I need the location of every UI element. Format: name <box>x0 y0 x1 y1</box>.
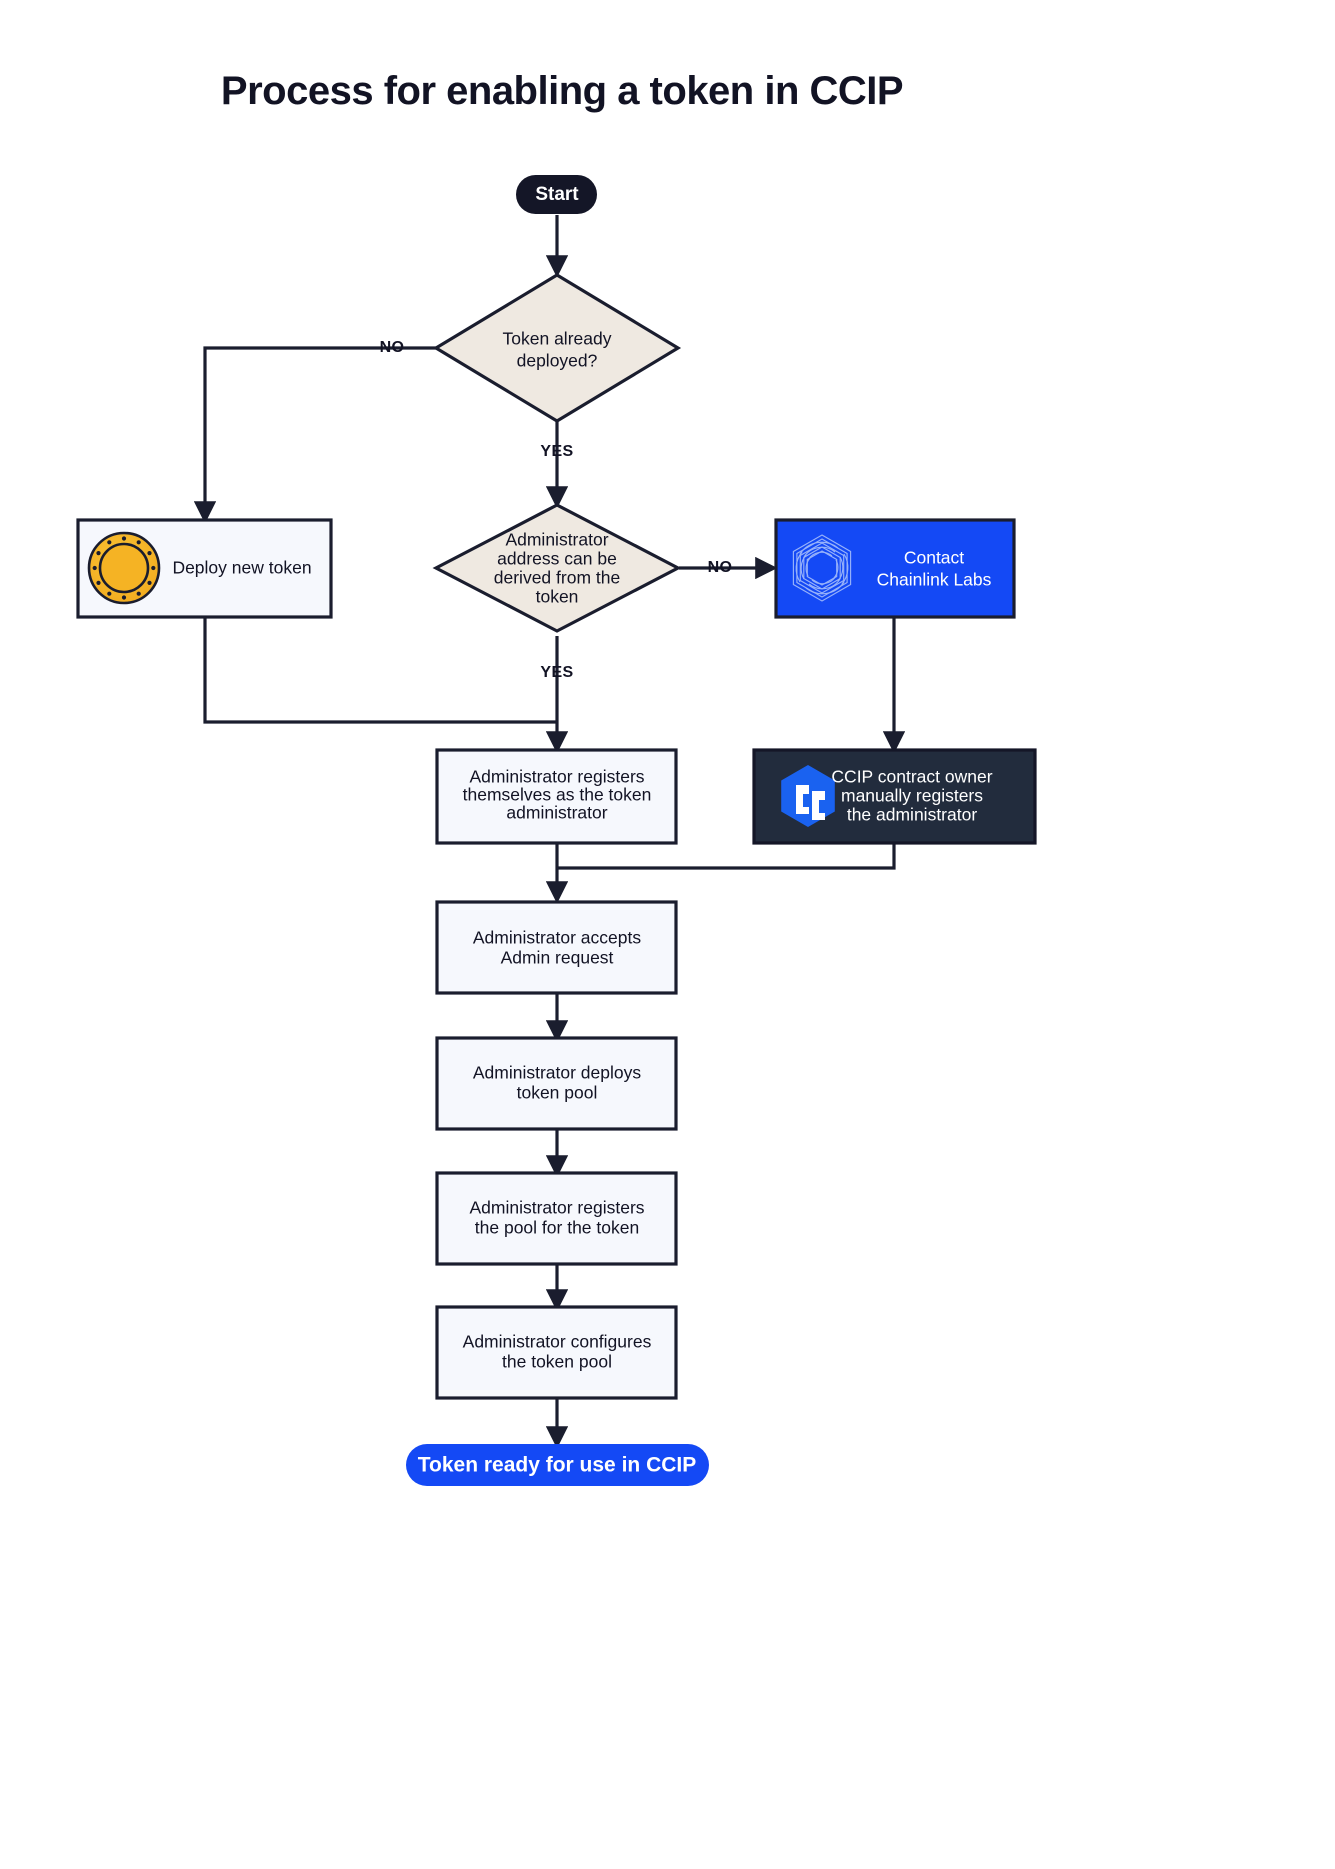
node-configure-pool[interactable]: Administrator configures the token pool <box>435 1305 678 1400</box>
ccip-logo-icon <box>781 765 835 827</box>
contact-chainlink-line1: Contact <box>904 548 964 568</box>
edge-deploy-to-main-column <box>203 618 557 724</box>
configure-pool-shape <box>435 1305 678 1400</box>
contact-chainlink-shape <box>774 518 1016 619</box>
end-label: Token ready for use in CCIP <box>418 1454 697 1477</box>
edge-label-yes-admin-derived: YES <box>540 664 573 681</box>
edge-label-no-admin-derived: NO <box>708 559 733 576</box>
contact-chainlink-line2: Chainlink Labs <box>877 570 992 590</box>
decision-admin-derived-line4: token <box>536 587 579 607</box>
register-self-line1: Administrator registers <box>469 767 644 787</box>
coin-icon <box>87 531 161 605</box>
accept-admin-line2: Admin request <box>501 948 614 968</box>
decision-admin-derived-shape <box>432 503 682 633</box>
register-pool-line1: Administrator registers <box>469 1198 644 1218</box>
owner-registers-line2: manually registers <box>841 786 983 806</box>
connector-layer <box>193 215 906 1449</box>
node-deploy-new-token[interactable]: Deploy new token <box>76 518 333 619</box>
chainlink-logo-icon <box>792 534 852 602</box>
register-self-shape <box>435 748 678 845</box>
decision-admin-derived-line1: Administrator <box>505 530 608 550</box>
end-pill-shape <box>406 1444 709 1486</box>
accept-admin-line1: Administrator accepts <box>473 928 642 948</box>
register-pool-line2: the pool for the token <box>475 1218 639 1238</box>
node-decision-admin-derived[interactable]: Administrator address can be derived fro… <box>432 503 682 633</box>
decision-token-deployed-line1: Token already <box>503 329 612 349</box>
decision-token-deployed-shape <box>432 273 682 423</box>
node-decision-token-deployed[interactable]: Token already deployed? <box>432 273 682 423</box>
decision-admin-derived-line3: derived from the <box>494 568 620 588</box>
deploy-pool-shape <box>435 1036 678 1131</box>
decision-token-deployed-line2: deployed? <box>517 351 598 371</box>
register-pool-shape <box>435 1171 678 1266</box>
deploy-pool-line2: token pool <box>517 1083 598 1103</box>
owner-registers-line1: CCIP contract owner <box>831 767 992 787</box>
start-pill-shape <box>516 175 597 214</box>
edge-label-no-token-deployed: NO <box>380 339 405 356</box>
start-label: Start <box>535 184 579 205</box>
node-register-pool[interactable]: Administrator registers the pool for the… <box>435 1171 678 1266</box>
node-start[interactable]: Start <box>516 175 597 214</box>
configure-pool-line2: the token pool <box>502 1352 612 1372</box>
configure-pool-line1: Administrator configures <box>463 1332 652 1352</box>
edge-decision1-no-to-deploy <box>193 346 437 524</box>
node-accept-admin[interactable]: Administrator accepts Admin request <box>435 900 678 995</box>
deploy-new-token-label: Deploy new token <box>172 558 311 578</box>
node-register-self[interactable]: Administrator registers themselves as th… <box>435 748 678 845</box>
accept-admin-shape <box>435 900 678 995</box>
node-owner-registers[interactable]: CCIP contract owner manually registers t… <box>752 748 1037 845</box>
node-deploy-pool[interactable]: Administrator deploys token pool <box>435 1036 678 1131</box>
edge-owner-register-to-main-column <box>557 842 896 870</box>
deploy-pool-line1: Administrator deploys <box>473 1063 642 1083</box>
register-self-line3: administrator <box>506 803 607 823</box>
decision-admin-derived-line2: address can be <box>497 549 617 569</box>
register-self-line2: themselves as the token <box>463 785 652 805</box>
edge-label-yes-token-deployed: YES <box>540 443 573 460</box>
page-title: Process for enabling a token in CCIP <box>221 69 903 113</box>
owner-registers-line3: the administrator <box>847 805 978 825</box>
node-contact-chainlink[interactable]: Contact Chainlink Labs <box>774 518 1016 619</box>
node-end[interactable]: Token ready for use in CCIP <box>406 1444 709 1486</box>
